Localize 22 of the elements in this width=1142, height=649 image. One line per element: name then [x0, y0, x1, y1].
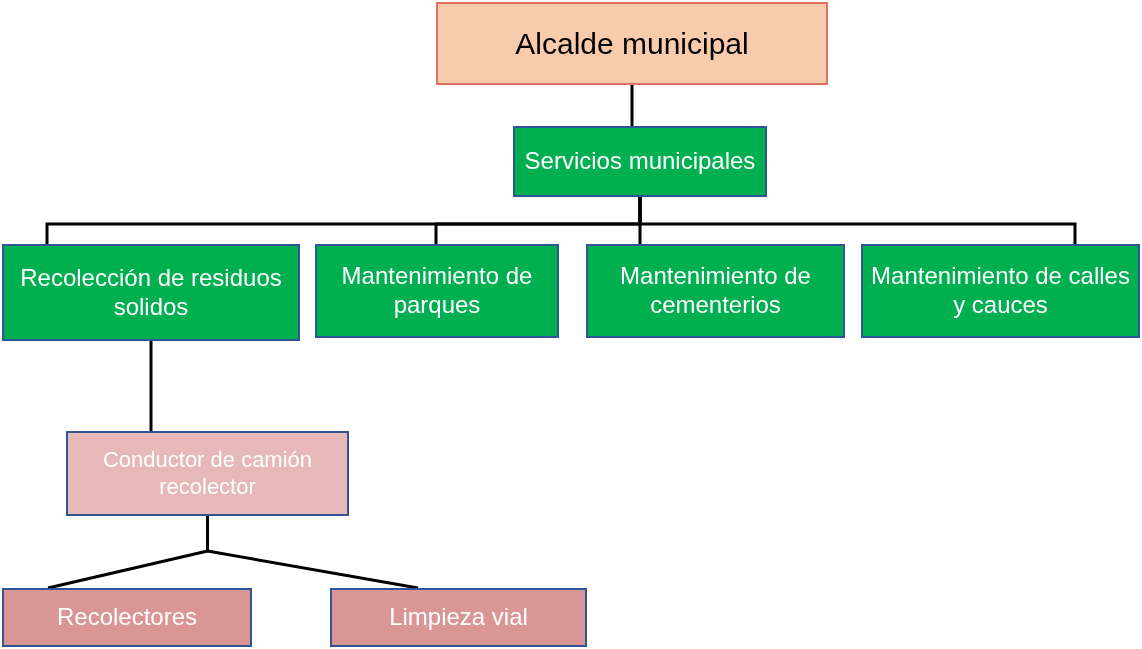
- box-label: Mantenimiento de cementerios: [619, 262, 812, 320]
- role-box: [66, 431, 349, 516]
- unit-box: [2, 244, 300, 341]
- unit-box: [315, 244, 559, 338]
- box-label: Recolección de residuos solidos: [19, 263, 283, 322]
- unit-box: [861, 244, 1140, 338]
- box-label: Recolectores: [56, 603, 198, 632]
- role-box: [330, 588, 587, 647]
- box-label: Conductor de camión recolector: [101, 447, 314, 500]
- unit-box: [586, 244, 845, 338]
- connector-line: [149, 341, 153, 431]
- role-box: [2, 588, 252, 647]
- box-label: Mantenimiento de parques: [340, 262, 534, 320]
- connector-line: [638, 197, 1077, 244]
- box-label: Limpieza vial: [389, 603, 528, 632]
- department-box: [513, 126, 767, 197]
- title-box: [436, 2, 828, 85]
- connector-line: [630, 85, 634, 126]
- box-label: Mantenimiento de calles y cauces: [871, 262, 1130, 320]
- box-label: Alcalde municipal: [515, 25, 749, 62]
- connector-line: [206, 516, 419, 590]
- box-label: Servicios municipales: [524, 147, 756, 176]
